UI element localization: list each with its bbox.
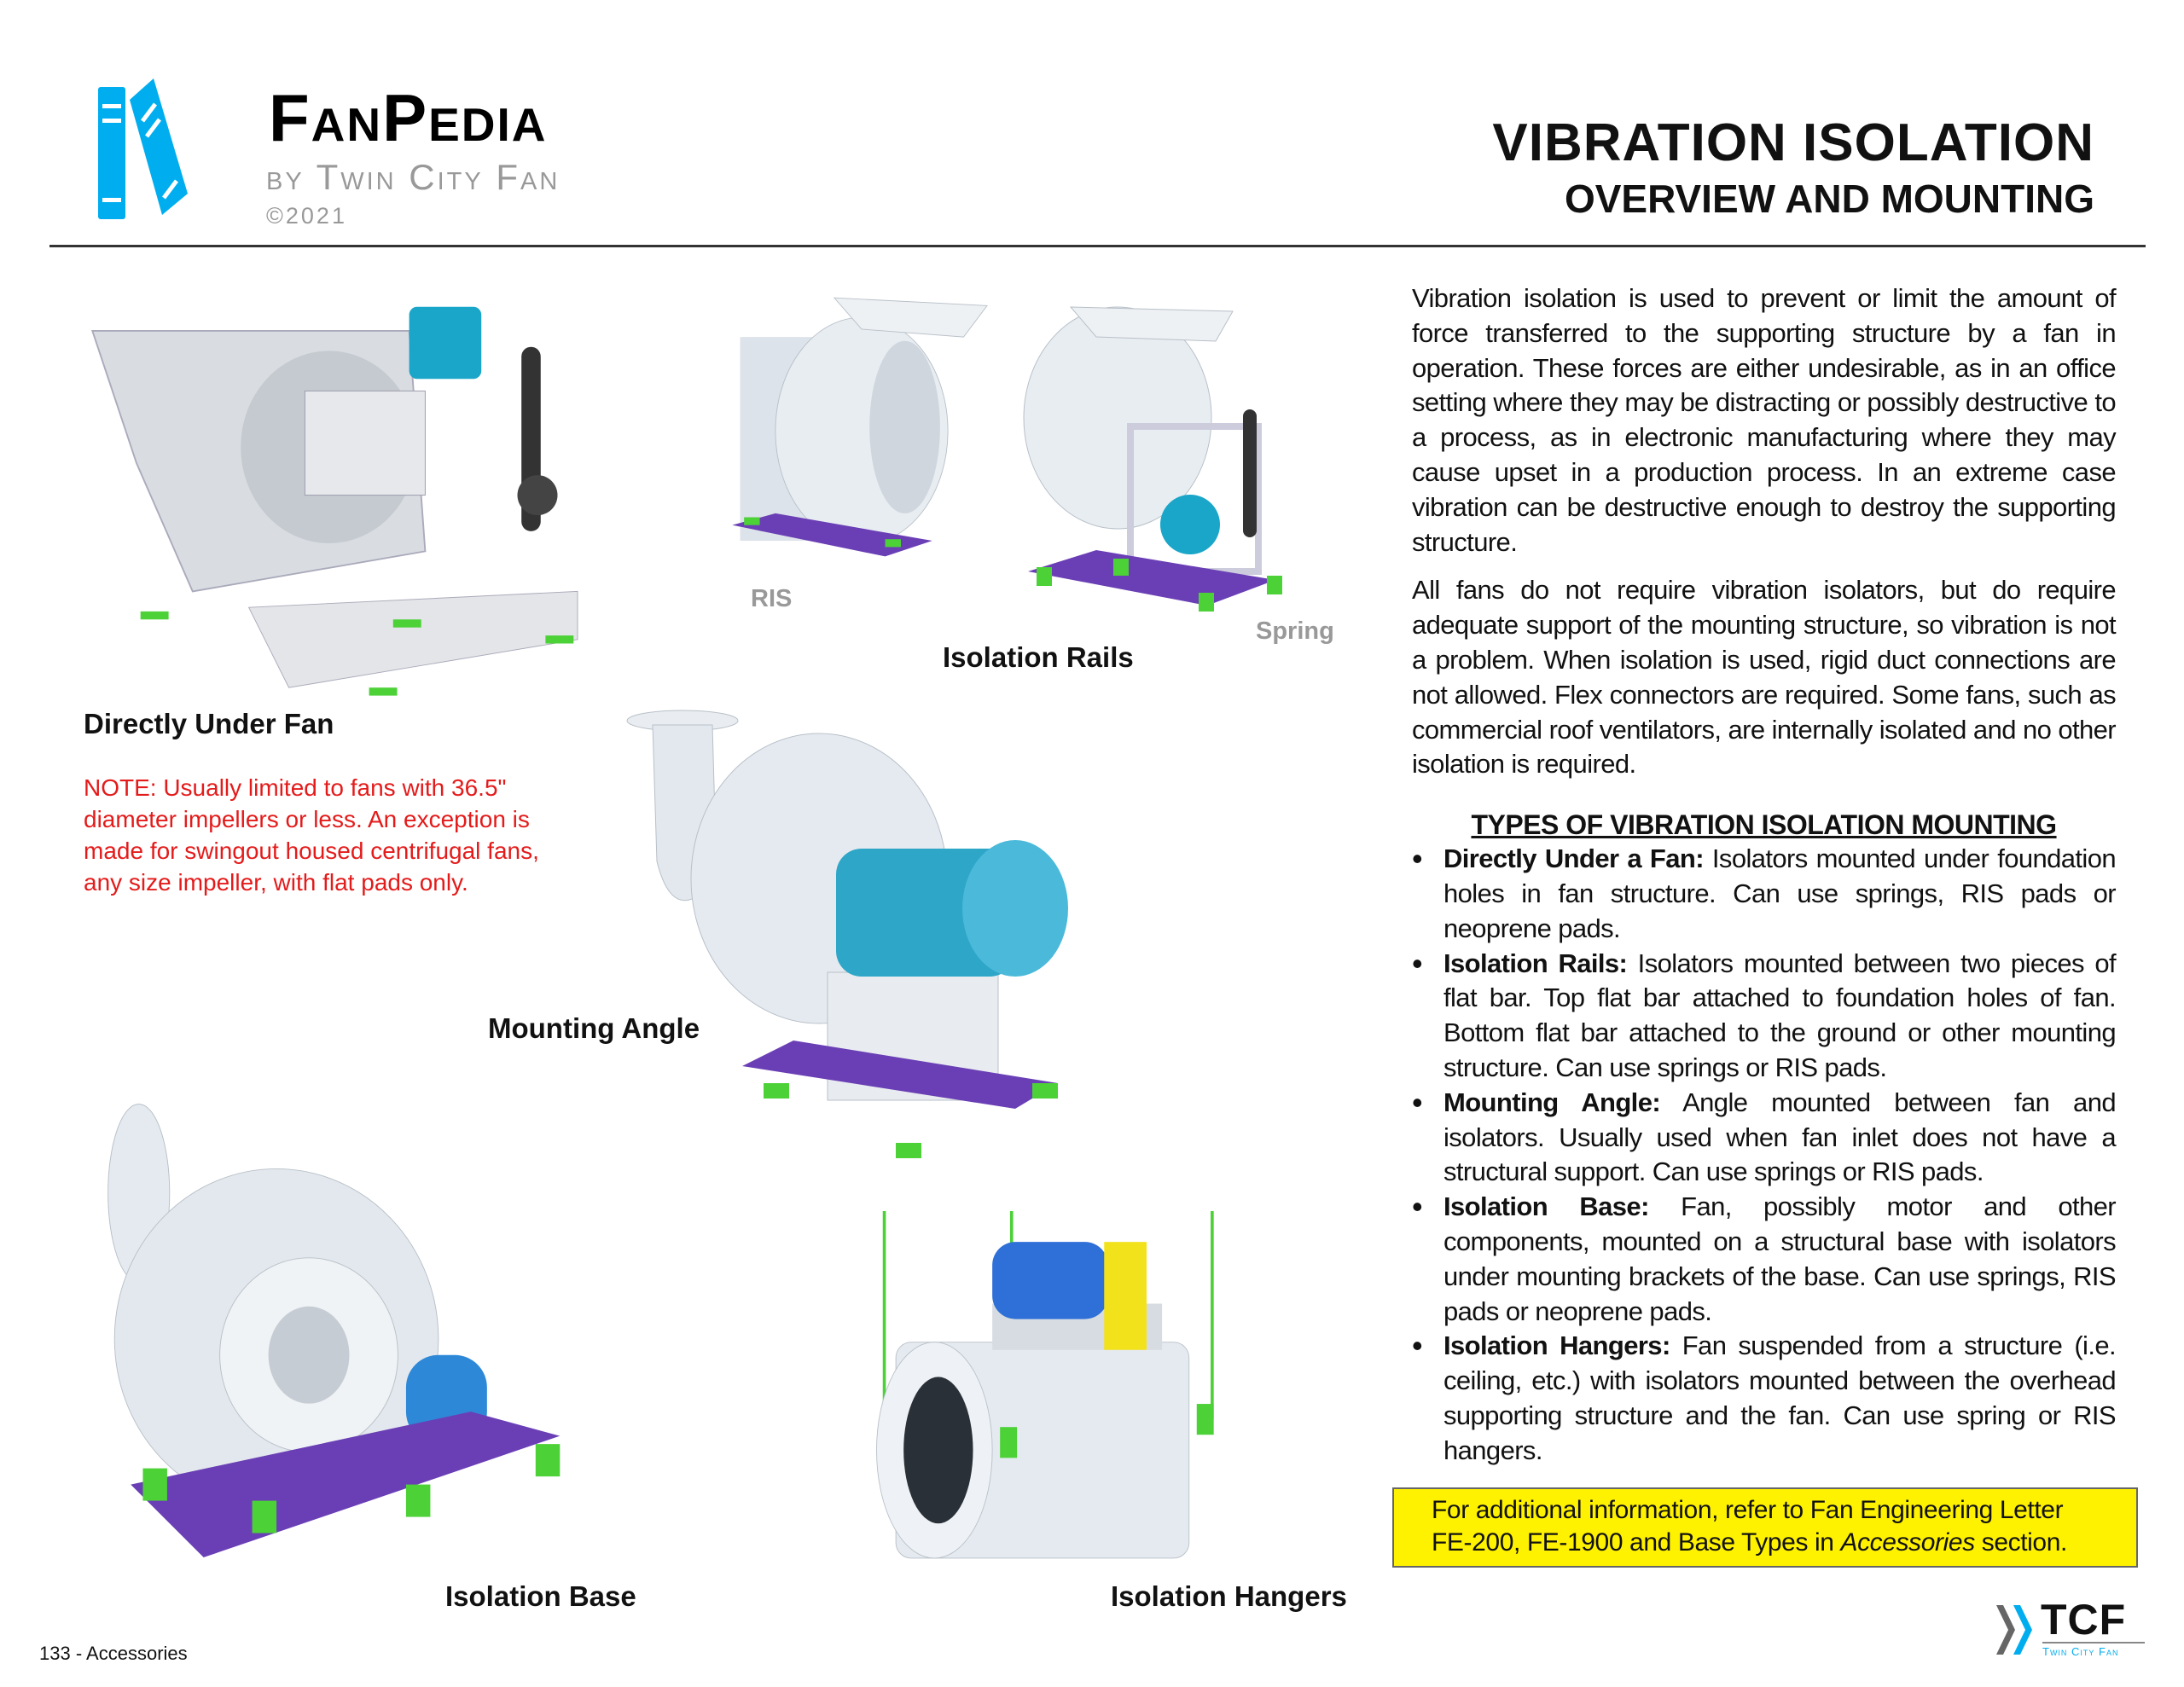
- page-title: VIBRATION ISOLATION: [1492, 113, 2094, 172]
- right-column: Vibration isolation is used to prevent o…: [1392, 281, 2138, 1568]
- directly-under-fan-illustration: [90, 306, 578, 696]
- caption-spring: Spring: [1256, 617, 1334, 645]
- info-line-1: For additional information, refer to Fan…: [1432, 1495, 2064, 1524]
- caption-directly-under-fan: Directly Under Fan: [84, 708, 334, 739]
- isolation-rails-ris-illustration: [732, 297, 988, 557]
- info-text: section.: [1974, 1528, 2068, 1557]
- logo-divider: [2042, 1642, 2145, 1644]
- intro-paragraph: Vibration isolation is used to prevent o…: [1412, 283, 2117, 557]
- page-subtitle: OVERVIEW AND MOUNTING: [1564, 177, 2094, 221]
- copyright: ©2021: [266, 203, 347, 229]
- list-term: Directly Under a Fan:: [1443, 844, 1705, 874]
- list-text: Fan, possibly motor and other components…: [1443, 1191, 2117, 1326]
- mounting-angle-illustration: [626, 710, 1068, 1158]
- size-limit-note: NOTE: Usually limited to fans with 36.5"…: [84, 774, 539, 896]
- header-divider: [49, 245, 2146, 247]
- accessories-reference: Accessories: [1840, 1528, 1975, 1557]
- tcf-logo: TCF Twin City Fan: [1996, 1598, 2150, 1663]
- list-term: Isolation Hangers:: [1443, 1330, 1670, 1361]
- list-term: Isolation Base:: [1443, 1191, 1649, 1222]
- intro-paragraph: All fans do not require vibration isolat…: [1412, 575, 2117, 780]
- additional-info-box: For additional information, refer to Fan…: [1392, 1487, 2138, 1568]
- list-text: Isolators mounted between two pieces of …: [1443, 948, 2117, 1082]
- fanpedia-books-logo: [98, 78, 188, 219]
- caption-ris: RIS: [751, 585, 793, 612]
- intro-text: Vibration isolation is used to prevent o…: [1392, 281, 2117, 796]
- brand-byline: by Twin City Fan: [266, 157, 561, 197]
- types-heading: TYPES OF VIBRATION ISOLATION MOUNTING: [1471, 809, 2057, 841]
- list-text: Fan suspended from a structure (i.e. cei…: [1443, 1330, 2117, 1465]
- list-text: Angle mounted between fan and isolators.…: [1443, 1087, 2117, 1187]
- caption-isolation-hangers: Isolation Hangers: [1111, 1580, 1347, 1612]
- isolation-base-illustration: [107, 1104, 561, 1558]
- tcf-mark: TCF: [2041, 1596, 2127, 1644]
- list-item: Mounting Angle: Angle mounted between fa…: [1412, 1086, 2117, 1190]
- isolation-rails-spring-illustration: [1023, 306, 1282, 612]
- caption-mounting-angle: Mounting Angle: [488, 1012, 700, 1044]
- caption-isolation-rails: Isolation Rails: [943, 641, 1134, 673]
- info-text: FE-200, FE-1900 and Base Types in: [1432, 1528, 1841, 1557]
- tcf-name: Twin City Fan: [2042, 1645, 2119, 1658]
- chevron-logo-icon: [1996, 1605, 2032, 1655]
- list-text: Isolators mounted under foundation holes…: [1443, 844, 2117, 943]
- brand-name: FanPedia: [269, 80, 548, 155]
- info-line-2: FE-200, FE-1900 and Base Types in Access…: [1432, 1527, 2128, 1559]
- list-term: Mounting Angle:: [1443, 1087, 1661, 1117]
- isolation-hangers-illustration: [876, 1211, 1214, 1559]
- list-term: Isolation Rails:: [1443, 948, 1628, 978]
- page-footer: 133 - Accessories: [39, 1643, 188, 1664]
- list-item: Isolation Hangers: Fan suspended from a …: [1412, 1329, 2117, 1468]
- list-item: Isolation Base: Fan, possibly motor and …: [1412, 1190, 2117, 1329]
- types-list: Directly Under a Fan: Isolators mounted …: [1392, 842, 2117, 1468]
- list-item: Directly Under a Fan: Isolators mounted …: [1412, 842, 2117, 946]
- caption-isolation-base: Isolation Base: [445, 1580, 636, 1612]
- list-item: Isolation Rails: Isolators mounted betwe…: [1412, 947, 2117, 1086]
